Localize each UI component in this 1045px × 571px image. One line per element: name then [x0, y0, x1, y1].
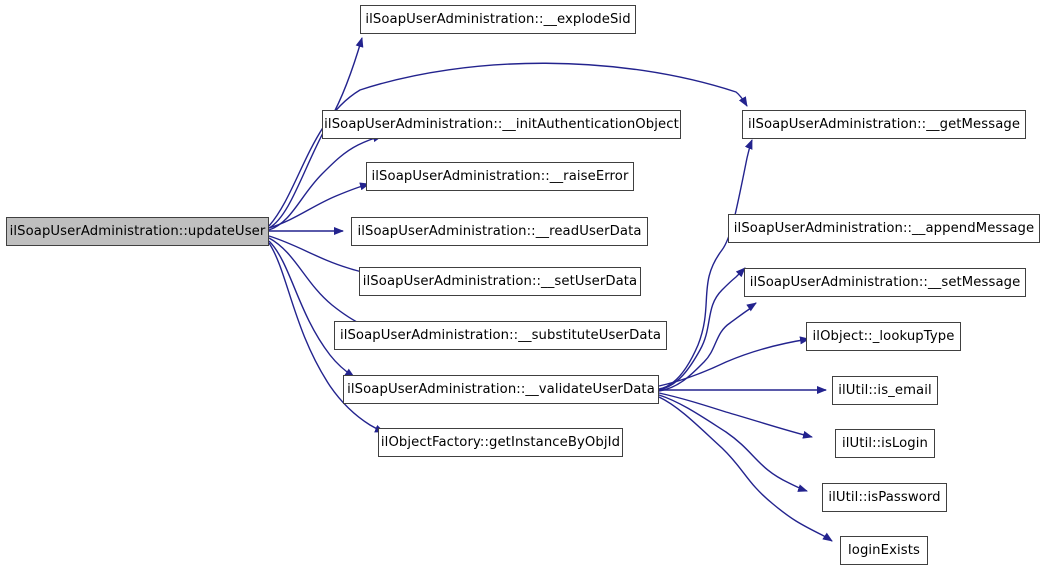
- graph-edge: [658, 392, 813, 439]
- graph-node-initAuthenticationObject[interactable]: ilSoapUserAdministration::__initAuthenti…: [322, 110, 681, 139]
- graph-node-substituteUserData[interactable]: ilSoapUserAdministration::__substituteUs…: [334, 321, 667, 350]
- graph-node-explodeSid[interactable]: ilSoapUserAdministration::__explodeSid: [360, 5, 636, 34]
- graph-node-label: ilSoapUserAdministration::__raiseError: [371, 168, 629, 184]
- graph-node-label: ilObject::_lookupType: [812, 328, 955, 344]
- graph-node-loginExists[interactable]: loginExists: [840, 536, 928, 565]
- graph-node-isLogin[interactable]: ilUtil::isLogin: [835, 429, 935, 458]
- graph-edge: [658, 139, 753, 390]
- graph-node-getMessage[interactable]: ilSoapUserAdministration::__getMessage: [742, 110, 1026, 139]
- graph-node-isPassword[interactable]: ilUtil::isPassword: [822, 483, 947, 512]
- graph-node-setUserData[interactable]: ilSoapUserAdministration::__setUserData: [359, 267, 641, 296]
- graph-node-label: loginExists: [848, 542, 920, 558]
- graph-node-label: ilSoapUserAdministration::updateUser: [9, 223, 266, 239]
- graph-node-updateUser[interactable]: ilSoapUserAdministration::updateUser: [6, 217, 269, 246]
- graph-edge: [658, 302, 757, 392]
- graph-edge: [658, 394, 808, 492]
- graph-node-label: ilSoapUserAdministration::__validateUser…: [347, 381, 655, 397]
- graph-node-label: ilSoapUserAdministration::__setUserData: [362, 273, 638, 289]
- graph-node-raiseError[interactable]: ilSoapUserAdministration::__raiseError: [366, 162, 634, 191]
- graph-edge: [658, 396, 833, 542]
- graph-node-label: ilSoapUserAdministration::__appendMessag…: [733, 220, 1035, 236]
- graph-node-getInstanceByObjId[interactable]: ilObjectFactory::getInstanceByObjId: [378, 428, 623, 457]
- graph-node-label: ilObjectFactory::getInstanceByObjId: [380, 434, 621, 450]
- graph-node-label: ilUtil::isPassword: [828, 489, 941, 505]
- graph-node-readUserData[interactable]: ilSoapUserAdministration::__readUserData: [351, 217, 648, 246]
- graph-node-isEmail[interactable]: ilUtil::is_email: [832, 376, 938, 405]
- graph-node-validateUserData[interactable]: ilSoapUserAdministration::__validateUser…: [343, 375, 659, 404]
- graph-edge: [658, 267, 746, 391]
- graph-edge: [268, 62, 748, 227]
- graph-node-label: ilUtil::isLogin: [842, 435, 928, 451]
- graph-node-label: ilSoapUserAdministration::__getMessage: [747, 116, 1021, 132]
- graph-node-appendMessage[interactable]: ilSoapUserAdministration::__appendMessag…: [728, 214, 1040, 243]
- graph-node-label: ilSoapUserAdministration::__readUserData: [357, 223, 642, 239]
- graph-node-label: ilSoapUserAdministration::__explodeSid: [365, 11, 631, 27]
- graph-node-setMessage[interactable]: ilSoapUserAdministration::__setMessage: [744, 268, 1026, 297]
- graph-node-label: ilSoapUserAdministration::__initAuthenti…: [324, 116, 679, 132]
- graph-node-label: ilUtil::is_email: [838, 382, 932, 398]
- graph-edge: [268, 240, 355, 378]
- graph-node-label: ilSoapUserAdministration::__setMessage: [749, 274, 1021, 290]
- graph-node-label: ilSoapUserAdministration::__substituteUs…: [339, 327, 662, 343]
- graph-edge: [658, 336, 810, 387]
- graph-node-lookupType[interactable]: ilObject::_lookupType: [806, 322, 961, 351]
